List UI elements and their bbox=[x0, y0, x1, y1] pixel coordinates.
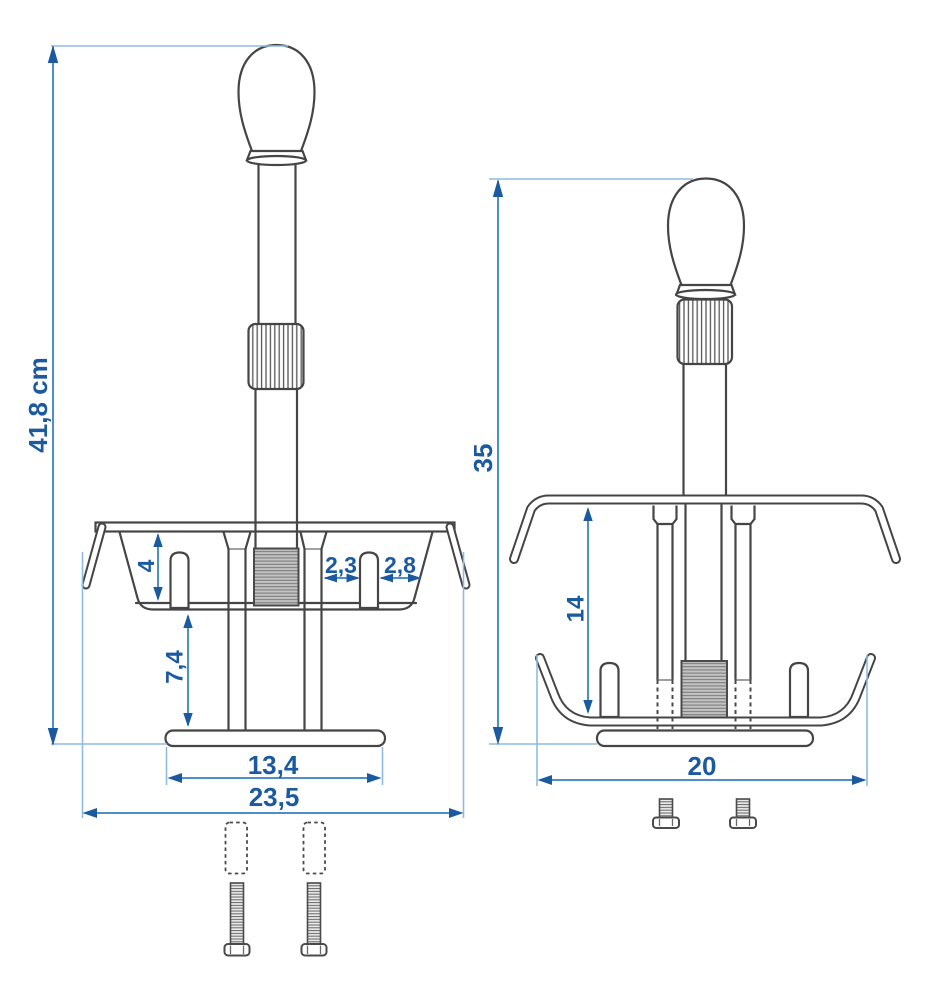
dim-overall-height-front: 41,8 cm bbox=[23, 45, 288, 746]
base-plate bbox=[164, 729, 387, 748]
dim-label-overall-height-front: 41,8 cm bbox=[23, 357, 53, 452]
pedestal-posts bbox=[222, 530, 328, 733]
front-view: 41,8 cm 4 2,3 2,8 7,4 bbox=[23, 43, 471, 957]
handle-knob bbox=[666, 177, 746, 301]
dim-base-width: 13,4 bbox=[165, 747, 384, 785]
dim-label-slot-gap-inner: 2,3 bbox=[325, 552, 357, 578]
lower-tray bbox=[535, 653, 876, 727]
dim-drop-height: 14 bbox=[563, 507, 593, 714]
dim-slot-gap-outer: 2,8 bbox=[379, 552, 422, 583]
cradle-rim bbox=[94, 521, 456, 533]
dim-label-overall-height-side: 35 bbox=[468, 444, 498, 473]
hanger-rods bbox=[652, 505, 756, 682]
threaded-block bbox=[253, 547, 300, 607]
dim-label-base-width: 13,4 bbox=[248, 750, 299, 780]
side-view: 35 14 20 bbox=[468, 177, 901, 829]
dim-label-slot-gap-outer: 2,8 bbox=[384, 552, 416, 578]
dim-label-drop-height: 14 bbox=[563, 595, 590, 622]
guide-pegs bbox=[169, 551, 380, 610]
screw-icon bbox=[652, 798, 680, 829]
dim-cradle-depth: 4 bbox=[133, 533, 163, 601]
dim-slot-gap-inner: 2,3 bbox=[323, 552, 360, 583]
mounting-holes bbox=[224, 821, 326, 875]
center-shaft bbox=[684, 503, 723, 663]
hidden-rod-lines bbox=[656, 680, 752, 730]
fixing-screws bbox=[652, 798, 757, 829]
dim-label-cradle-depth: 4 bbox=[133, 559, 159, 572]
screw-icon bbox=[729, 798, 757, 829]
dim-label-overall-width-front: 23,5 bbox=[249, 782, 300, 812]
cradle-wings bbox=[81, 522, 471, 590]
dim-label-overall-width-side: 20 bbox=[688, 751, 717, 781]
knurled-collar bbox=[247, 322, 305, 391]
mounting-bolts bbox=[223, 882, 328, 957]
base-plate bbox=[595, 729, 815, 748]
dim-overall-width-side: 20 bbox=[536, 655, 868, 786]
bolt-icon bbox=[300, 882, 328, 957]
knurled-collar bbox=[676, 298, 734, 366]
dim-overall-width-front: 23,5 bbox=[81, 552, 465, 818]
upper-shaft bbox=[257, 162, 297, 327]
dim-pedestal-height: 7,4 bbox=[162, 614, 193, 727]
dim-label-pedestal-height: 7,4 bbox=[162, 650, 189, 684]
dim-overall-height-side: 35 bbox=[468, 178, 693, 745]
bolt-icon bbox=[223, 882, 251, 957]
upper-shaft bbox=[682, 362, 728, 499]
threaded-block bbox=[680, 660, 728, 719]
top-bracket bbox=[509, 494, 901, 564]
guide-pegs bbox=[599, 661, 810, 719]
handle-knob bbox=[237, 43, 316, 167]
lower-shaft bbox=[254, 387, 299, 550]
